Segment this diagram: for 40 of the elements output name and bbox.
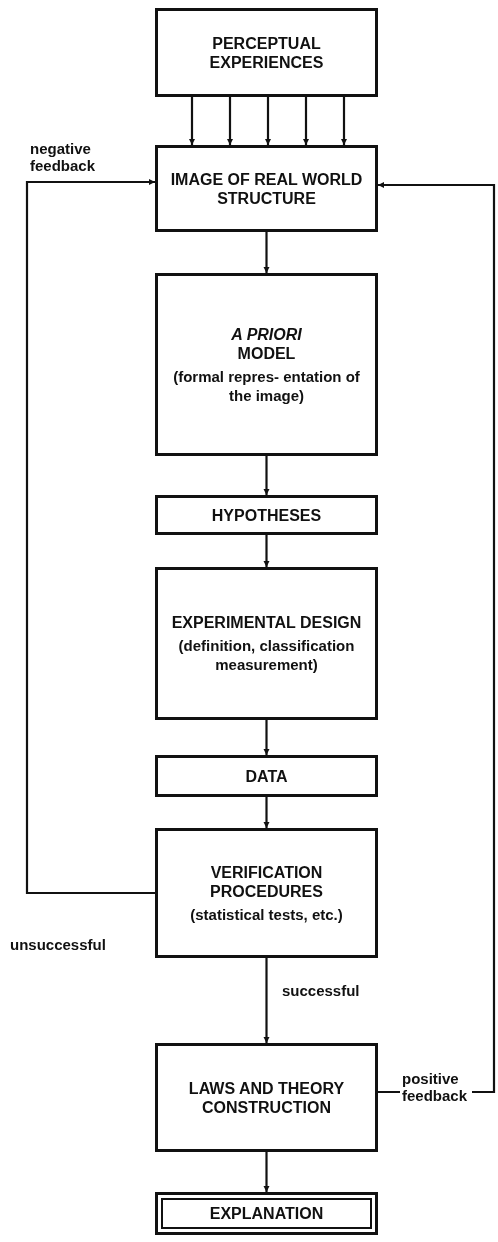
box-title: MODEL xyxy=(237,343,296,363)
arrow xyxy=(378,182,496,1094)
edge-label: successful xyxy=(280,982,362,999)
box-description: (definition, classification measurement) xyxy=(177,636,356,674)
arrow xyxy=(263,456,270,495)
box-title: A PRIORI xyxy=(231,324,302,344)
process-box xyxy=(155,1043,378,1152)
arrow xyxy=(341,97,347,145)
box-title: IMAGE OF REAL WORLD STRUCTURE xyxy=(169,169,364,208)
box-title: HYPOTHESES xyxy=(211,505,322,525)
box-title: EXPERIMENTAL DESIGN xyxy=(171,613,362,632)
box-title: VERIFICATION PROCEDURES xyxy=(209,862,324,901)
process-box xyxy=(155,567,378,720)
process-box xyxy=(155,828,378,958)
edge-label: positive feedback xyxy=(400,1070,472,1104)
arrow xyxy=(263,232,270,273)
box-title: EXPLANATION xyxy=(209,1204,324,1223)
process-box xyxy=(155,145,378,232)
edge-label: unsuccessful xyxy=(8,936,108,953)
arrow xyxy=(263,1152,270,1192)
process-box xyxy=(155,8,378,97)
arrow xyxy=(25,179,155,895)
arrow xyxy=(227,97,233,145)
arrow xyxy=(263,535,270,567)
arrow xyxy=(263,958,270,1043)
process-box xyxy=(155,273,378,456)
arrow xyxy=(265,97,271,145)
arrow xyxy=(189,97,195,145)
box-title: LAWS AND THEORY CONSTRUCTION xyxy=(187,1078,346,1117)
box-title: DATA xyxy=(245,766,288,786)
arrow xyxy=(303,97,309,145)
process-box xyxy=(155,495,378,535)
box-description: (statistical tests, etc.) xyxy=(190,904,343,924)
arrow xyxy=(263,720,270,755)
double-bordered-box xyxy=(155,1192,378,1235)
feedback-label: negative feedback xyxy=(29,140,97,174)
box-title: PERCEPTUAL EXPERIENCES xyxy=(208,33,325,72)
box-description: (formal repres- entation of the image) xyxy=(172,366,361,405)
process-box xyxy=(155,755,378,797)
arrow xyxy=(263,797,270,828)
